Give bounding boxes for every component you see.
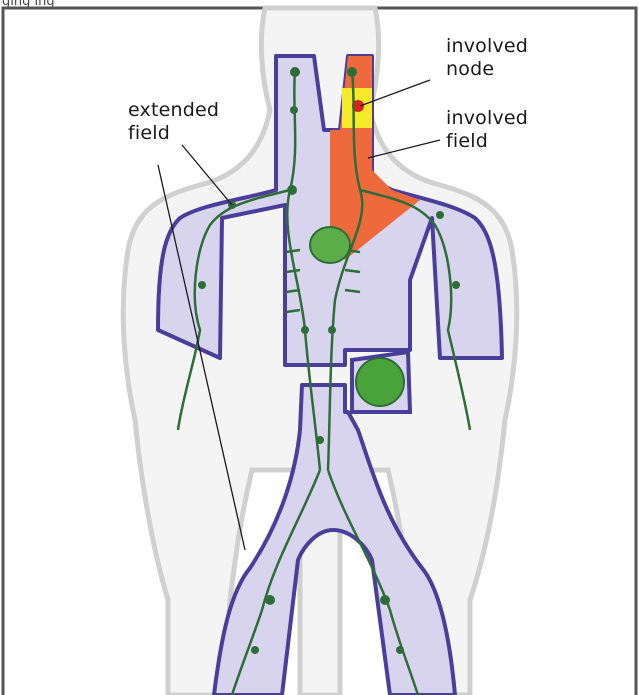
thymus — [310, 227, 350, 263]
extended-field-label-line1: extended — [128, 99, 219, 122]
spleen — [356, 358, 404, 406]
involved-field-label-line1: involved — [446, 107, 528, 130]
extended-field-label-line2: field — [128, 122, 219, 145]
involved-field-label: involved field — [446, 107, 528, 153]
extended-field-label: extended field — [128, 99, 219, 145]
involved-node-label-line1: involved — [446, 35, 528, 58]
involved-node-label: involved node — [446, 35, 528, 81]
involved-field-label-line2: field — [446, 130, 528, 153]
involved-node-label-line2: node — [446, 58, 528, 81]
